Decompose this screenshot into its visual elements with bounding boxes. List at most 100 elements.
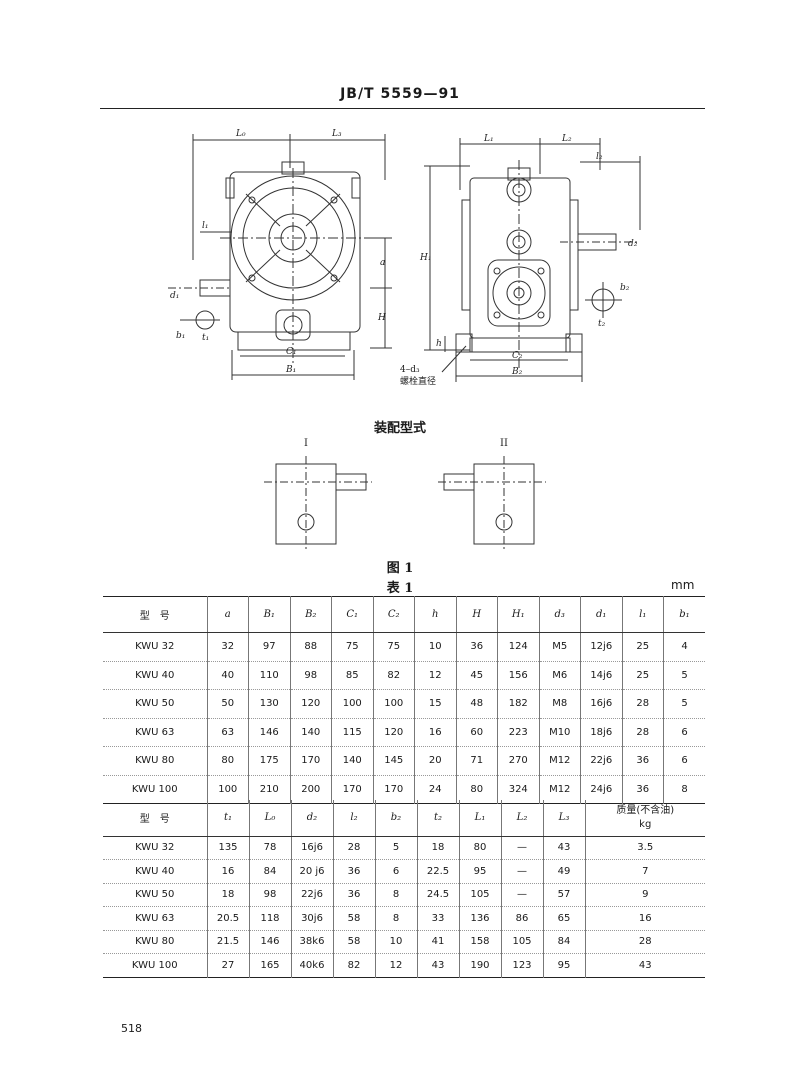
value-cell: 36 [621,746,664,776]
value-cell: 16 [584,906,705,931]
value-cell: 82 [372,661,415,690]
value-cell: 27 [206,953,249,978]
value-cell: 170 [372,775,415,804]
table-a-header: h [414,596,456,633]
value-cell: 20 j6 [290,859,333,884]
value-cell: 105 [458,883,501,907]
table-a-header: B₁ [248,596,290,633]
value-cell: 36 [332,883,375,907]
header-rule [100,108,705,109]
value-cell: 9 [584,883,705,907]
value-cell: 145 [372,746,415,776]
value-cell: 24.5 [416,883,459,907]
value-cell: 100 [372,689,415,719]
bolt-note: 螺栓直径 [400,375,436,387]
value-cell: 25 [621,632,664,662]
table-a-header: 型 号 [103,596,207,633]
dim-C2: C₂ [512,351,523,361]
value-cell: 175 [248,746,290,776]
value-cell: 12 [414,661,456,690]
dim-b2: b₂ [620,283,630,293]
value-cell: 98 [289,661,332,690]
value-cell: 80 [206,746,249,776]
value-cell: 86 [500,906,543,931]
value-cell: 10 [374,930,417,954]
table-b-header: L₃ [542,800,585,837]
assembly-type-1: I [304,438,308,449]
value-cell: 36 [455,632,498,662]
value-cell: — [500,836,543,860]
dim-l1: l₁ [202,221,209,231]
value-cell: 75 [331,632,373,662]
value-cell: 18 [206,883,249,907]
value-cell: — [500,859,543,884]
dim-L3: L₃ [331,129,342,139]
unit-label: mm [671,578,695,592]
value-cell: 16 [206,859,249,884]
value-cell: 58 [332,906,375,931]
value-cell: M8 [538,689,581,719]
value-cell: 124 [497,632,539,662]
value-cell: 105 [500,930,543,954]
value-cell: 158 [458,930,501,954]
value-cell: 38k6 [290,930,333,954]
value-cell: 18j6 [580,718,622,747]
model-cell: KWU 80 [103,746,207,776]
value-cell: 30j6 [290,906,333,931]
dim-b1: b₁ [176,331,185,341]
dimension-table-b: 型 号 t₁ L₀ d₂ l₂ b₂ t₂ L₁ L₂ L₃ 质量(不含油) k… [103,800,705,978]
value-cell: — [500,883,543,907]
value-cell: 6 [374,859,417,884]
value-cell: 12 [374,953,417,978]
table-a-header: H [455,596,498,633]
table-a-header: l₁ [621,596,664,633]
value-cell: 324 [497,775,539,804]
table-a-header: C₂ [372,596,415,633]
gearbox-drawing: L₀ L₃ l₁ d₁ b₁ t₁ a H C₁ B₁ L₁ L₂ l₂ H₁ … [168,129,641,387]
value-cell: 88 [289,632,332,662]
table-a-header: H₁ [497,596,539,633]
dim-h: h [436,339,442,349]
value-cell: 84 [248,859,291,884]
value-cell: 43 [542,836,585,860]
value-cell: 200 [289,775,332,804]
figure-caption: 图 1 [386,561,414,576]
value-cell: 22.5 [416,859,459,884]
value-cell: 71 [455,746,498,776]
value-cell: M12 [538,746,581,776]
value-cell: 40k6 [290,953,333,978]
value-cell: 28 [332,836,375,860]
value-cell: 20.5 [206,906,249,931]
dim-L2: L₂ [561,134,572,144]
value-cell: 41 [416,930,459,954]
value-cell: 49 [542,859,585,884]
model-cell: KWU 32 [103,632,207,662]
value-cell: 75 [372,632,415,662]
value-cell: 182 [497,689,539,719]
value-cell: 78 [248,836,291,860]
value-cell: 100 [206,775,249,804]
value-cell: 115 [331,718,373,747]
value-cell: 10 [414,632,456,662]
table-b-header: L₂ [500,800,543,837]
value-cell: 85 [331,661,373,690]
value-cell: 43 [416,953,459,978]
value-cell: 8 [374,906,417,931]
value-cell: 136 [458,906,501,931]
mass-header-unit: kg [639,818,652,830]
dim-t1: t₁ [202,333,209,343]
dim-t2: t₂ [598,319,606,329]
value-cell: 25 [621,661,664,690]
value-cell: 40 [206,661,249,690]
value-cell: 3.5 [584,836,705,860]
table-a-header-row: 型 号 a B₁ B₂ C₁ C₂ h H H₁ d₃ d₁ l₁ b₁ [103,596,705,633]
dimension-table-a: 型 号 a B₁ B₂ C₁ C₂ h H H₁ d₃ d₁ l₁ b₁ KWU… [103,596,705,804]
dim-H1: H₁ [419,253,431,263]
value-cell: 65 [542,906,585,931]
